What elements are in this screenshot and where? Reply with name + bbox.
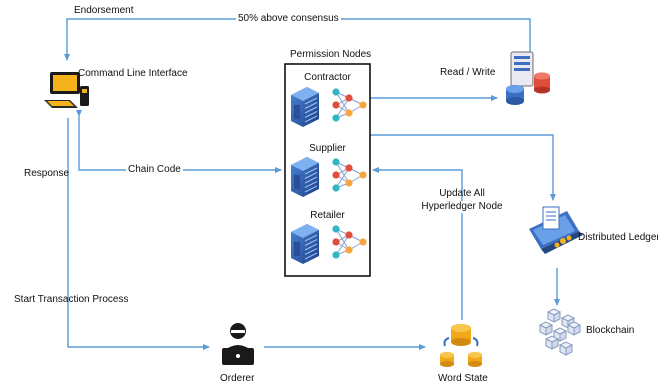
response-label: Response: [24, 168, 70, 179]
blockchain-cube: [544, 335, 560, 350]
start-transaction-connector: [67, 118, 210, 350]
node-label-supplier: Supplier: [309, 143, 346, 154]
start-transaction-label: Start Transaction Process: [14, 294, 129, 305]
network-graph-icon: [332, 158, 367, 192]
orderer-label: Orderer: [220, 373, 255, 384]
blockchain-cube: [538, 321, 554, 336]
server-rack-icon: [291, 224, 319, 264]
chain-code-connector: [76, 110, 282, 173]
blockchain-label: Blockchain: [586, 325, 635, 336]
world-state-label: Word State: [438, 373, 488, 384]
database-server-icon: [506, 51, 550, 105]
permission-node-icons: [291, 87, 367, 264]
consensus-label: 50% above consensus: [236, 13, 341, 25]
blockchain-cube: [558, 341, 574, 356]
update-all-label: Update All: [439, 188, 485, 199]
ledger-connector: [370, 134, 556, 201]
orderer-person-icon: [222, 323, 254, 365]
chain-code-label: Chain Code: [126, 164, 183, 176]
read-write-label: Read / Write: [440, 67, 496, 78]
server-rack-icon: [291, 157, 319, 197]
permission-nodes-title: Permission Nodes: [290, 49, 372, 60]
server-rack-icon: [291, 87, 319, 127]
blockchain-cube: [566, 321, 582, 336]
update-all-connector: [372, 167, 463, 320]
network-graph-icon: [332, 225, 367, 259]
blockchain-cube: [546, 308, 562, 323]
network-graph-icon: [332, 88, 367, 122]
blockchain-cubes-icon: [538, 308, 582, 356]
endorsement-label: Endorsement: [74, 5, 134, 16]
computer-monitor-icon: [44, 72, 89, 108]
ledger-laptop-icon: [529, 206, 583, 254]
database-cylinders-icon: [440, 324, 482, 367]
cli-label: Command Line Interface: [78, 68, 188, 79]
hyperledger-node-label: Hyperledger Node: [418, 201, 506, 213]
node-label-contractor: Contractor: [304, 72, 351, 83]
distributed-ledger-label: Distributed Ledger: [578, 232, 658, 243]
node-label-retailer: Retailer: [310, 210, 345, 221]
